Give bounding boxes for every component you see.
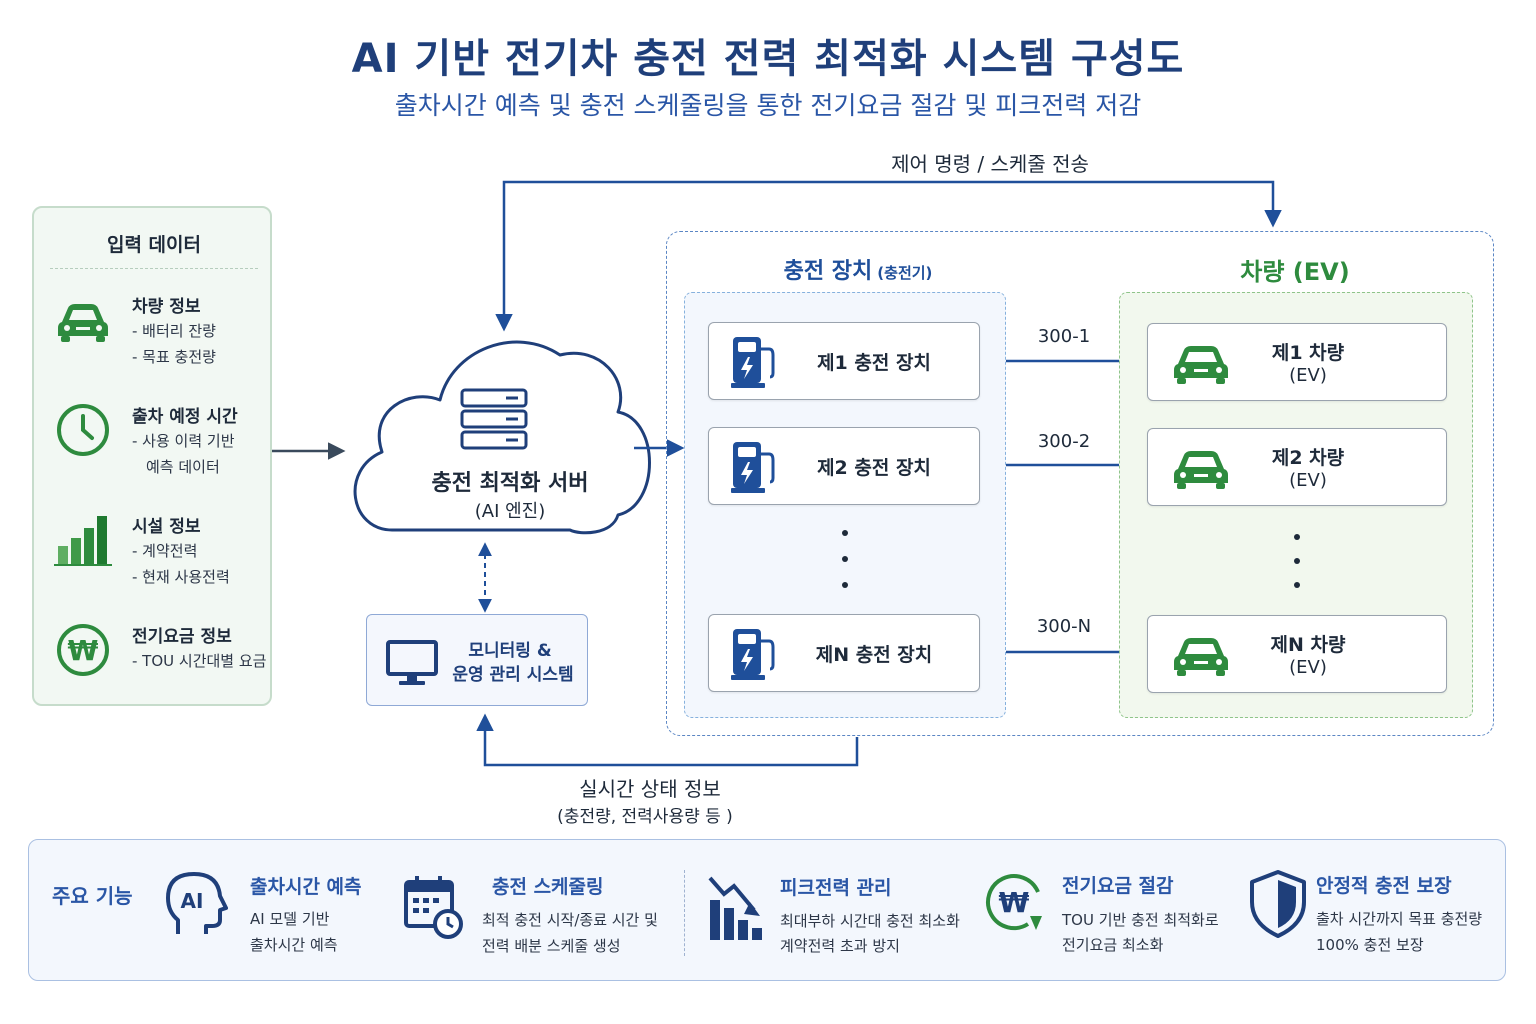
link-label: 300-1 (1037, 326, 1091, 347)
feature-line: 전력 배분 스케줄 생성 (482, 937, 621, 955)
feature-line: 최대부하 시간대 충전 최소화 (780, 912, 960, 930)
car-icon (1174, 451, 1228, 489)
key-features-bar (28, 839, 1506, 981)
feature-line: 출차 시간까지 목표 충전량 (1316, 910, 1483, 928)
svg-text:₩: ₩ (999, 886, 1030, 919)
page-subtitle: 출차시간 예측 및 충전 스케줄링을 통한 전기요금 절감 및 피크전력 저감 (394, 91, 1142, 120)
vehicle-label: 제1 차량 (1271, 342, 1345, 364)
vehicle-sublabel: (EV) (1289, 365, 1327, 386)
vehicle-card: 제1 차량 (EV) (1147, 323, 1447, 401)
charger-card: 제1 충전 장치 (708, 322, 980, 400)
peak-down-chart-icon (708, 876, 762, 940)
feature-line: 100% 충전 보장 (1316, 936, 1424, 954)
server-title: 충전 최적화 서버 (431, 471, 589, 496)
svg-text:AI: AI (181, 889, 204, 913)
input-item-title: 전기요금 정보 (132, 627, 232, 647)
control-command-label: 제어 명령 / 스케줄 전송 (891, 152, 1089, 176)
feature-title: 충전 스케줄링 (492, 876, 604, 898)
feature-title: 전기요금 절감 (1062, 875, 1174, 897)
input-item-title: 차량 정보 (132, 297, 201, 317)
charger-header-title: 충전 장치 (783, 259, 873, 284)
monitor-label-line2: 운영 관리 시스템 (452, 665, 574, 685)
status-info-sublabel: (충전량, 전력사용량 등 ) (557, 807, 733, 827)
input-item-line: - 목표 충전량 (132, 348, 216, 366)
charger-group-header: 충전 장치 (충전기) (700, 253, 1016, 285)
input-item-line: - 계약전력 (132, 542, 198, 560)
server-subtitle: (AI 엔진) (474, 501, 546, 522)
input-item-facility: 시설 정보 - 계약전력 - 현재 사용전력 (34, 512, 274, 612)
feature-separator (684, 870, 685, 956)
input-item-line: - 현재 사용전력 (132, 568, 230, 586)
monitoring-system-box (366, 614, 588, 706)
svg-text:₩: ₩ (68, 634, 99, 667)
ellipsis-dot (842, 530, 848, 536)
ellipsis-dot (842, 556, 848, 562)
vehicle-sublabel: (EV) (1289, 470, 1327, 491)
ellipsis-dot (1294, 558, 1300, 564)
charger-card: 제2 충전 장치 (708, 427, 980, 505)
charging-site-group (666, 231, 1494, 736)
input-item-departure: 출차 예정 시간 - 사용 이력 기반 예측 데이터 (34, 402, 274, 502)
feature-line: 출차시간 예측 (250, 936, 338, 954)
input-data-panel: 입력 데이터 차량 정보 - 배터리 잔량 - 목표 충전량 출차 예정 시간 … (32, 206, 272, 706)
car-icon (1174, 346, 1228, 384)
charger-card: 제N 충전 장치 (708, 614, 980, 692)
link-label: 300-N (1036, 616, 1092, 637)
bar-chart-icon (54, 516, 112, 566)
vehicle-card: 제2 차량 (EV) (1147, 428, 1447, 506)
calendar-clock-icon (404, 876, 463, 939)
server-icon (460, 388, 528, 450)
input-panel-title: 입력 데이터 (106, 234, 201, 256)
ev-charger-icon (731, 629, 775, 680)
feature-line: AI 모델 기반 (250, 910, 330, 928)
charger-label: 제N 충전 장치 (815, 644, 933, 666)
feature-line: 계약전력 초과 방지 (780, 937, 900, 955)
monitor-icon (386, 640, 438, 685)
input-item-line: - 배터리 잔량 (132, 322, 216, 340)
input-item-title: 시설 정보 (132, 517, 201, 537)
status-info-label: 실시간 상태 정보 (579, 777, 721, 801)
ai-head-icon: AI (166, 872, 228, 934)
feature-line: 전기요금 최소화 (1062, 936, 1164, 954)
car-icon (58, 304, 108, 342)
feature-title: 출차시간 예측 (250, 876, 362, 898)
car-icon (1174, 638, 1228, 676)
vehicle-group-header: 차량 (EV) (1240, 258, 1350, 286)
clock-icon (57, 404, 109, 456)
input-item-line: - TOU 시간대별 요금 (132, 652, 267, 670)
page-title: AI 기반 전기차 충전 전력 최적화 시스템 구성도 (351, 36, 1185, 82)
link-label: 300-2 (1037, 431, 1091, 452)
vehicle-sublabel: (EV) (1289, 657, 1327, 678)
vehicle-label: 제2 차량 (1271, 447, 1345, 469)
shield-icon (1250, 870, 1306, 938)
ellipsis-dot (842, 582, 848, 588)
input-item-line: 예측 데이터 (146, 458, 220, 476)
won-saving-icon: ₩ (986, 874, 1042, 930)
feature-title: 피크전력 관리 (780, 877, 892, 899)
won-coin-icon: ₩ (57, 624, 109, 676)
feature-line: TOU 기반 충전 최적화로 (1062, 911, 1219, 929)
feature-title: 안정적 충전 보장 (1316, 875, 1452, 897)
monitor-label-line1: 모니터링 & (468, 641, 552, 661)
input-item-vehicle: 차량 정보 - 배터리 잔량 - 목표 충전량 (34, 292, 274, 392)
input-item-title: 출차 예정 시간 (132, 407, 238, 427)
input-panel-divider (50, 268, 258, 269)
input-item-line: - 사용 이력 기반 (132, 432, 235, 450)
charger-label: 제1 충전 장치 (817, 352, 931, 374)
vehicle-label: 제N 차량 (1270, 634, 1346, 656)
feature-line: 최적 충전 시작/종료 시간 및 (482, 911, 658, 929)
input-item-tariff: ₩ 전기요금 정보 - TOU 시간대별 요금 (34, 622, 274, 722)
ellipsis-dot (1294, 582, 1300, 588)
ev-charger-icon (731, 442, 775, 493)
ellipsis-dot (1294, 534, 1300, 540)
charger-header-sub: (충전기) (877, 264, 933, 282)
vehicle-card: 제N 차량 (EV) (1147, 615, 1447, 693)
ev-charger-icon (731, 337, 775, 388)
key-features-label: 주요 기능 (52, 884, 133, 908)
charger-label: 제2 충전 장치 (817, 457, 931, 479)
